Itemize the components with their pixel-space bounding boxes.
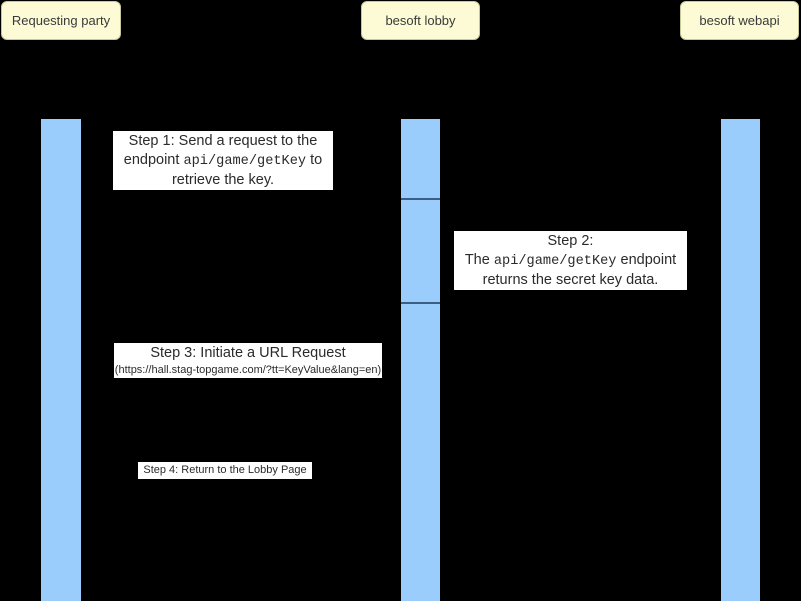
step-2-line-3: returns the secret key data. (482, 271, 659, 288)
step-1-line-1: Step 1: Send a request to the (128, 132, 318, 149)
step-1-endpoint-code: api/game/getKey (183, 153, 307, 169)
activation-bar-besoft-webapi (721, 119, 760, 601)
participant-besoft-webapi[interactable]: besoft webapi (680, 1, 799, 40)
step-2-line-1: Step 2: (547, 232, 594, 249)
activation-bar-requesting-party (41, 119, 81, 601)
participant-label: besoft lobby (385, 12, 456, 28)
step-2-line-2: The api/game/getKey endpoint (465, 251, 676, 271)
participant-label-line2: webapi (738, 12, 780, 28)
step-1-line-2-prefix: endpoint (123, 151, 180, 168)
message-note-step-4[interactable]: Step 4: Return to the Lobby Page (138, 462, 312, 479)
participant-besoft-lobby[interactable]: besoft lobby (361, 1, 480, 40)
step-1-line-2-suffix: to (310, 151, 323, 168)
message-note-step-2[interactable]: Step 2: The api/game/getKey endpoint ret… (454, 231, 687, 290)
participant-label: Requesting party (11, 12, 111, 28)
step-3-url: (https://hall.stag-topgame.com/?tt=KeyVa… (114, 363, 382, 376)
participant-requesting-party[interactable]: Requesting party (1, 1, 121, 40)
activation-bar-besoft-lobby-3 (401, 302, 440, 601)
activation-bar-besoft-lobby-2 (401, 198, 440, 302)
message-note-step-1[interactable]: Step 1: Send a request to the endpoint a… (113, 131, 333, 190)
step-1-line-2: endpoint api/game/getKey to (124, 151, 322, 171)
participant-label-line1: besoft (699, 12, 735, 28)
step-3-line-1: Step 3: Initiate a URL Request (150, 344, 346, 361)
activation-bar-besoft-lobby-1 (401, 119, 440, 198)
step-4-line-1: Step 4: Return to the Lobby Page (143, 464, 307, 476)
message-note-step-3[interactable]: Step 3: Initiate a URL Request (https://… (114, 343, 382, 378)
step-1-line-3: retrieve the key. (171, 171, 275, 188)
step-2-line-2-suffix: endpoint (620, 251, 677, 268)
step-2-endpoint-code: api/game/getKey (493, 253, 617, 269)
step-2-line-2-prefix: The (464, 251, 490, 268)
